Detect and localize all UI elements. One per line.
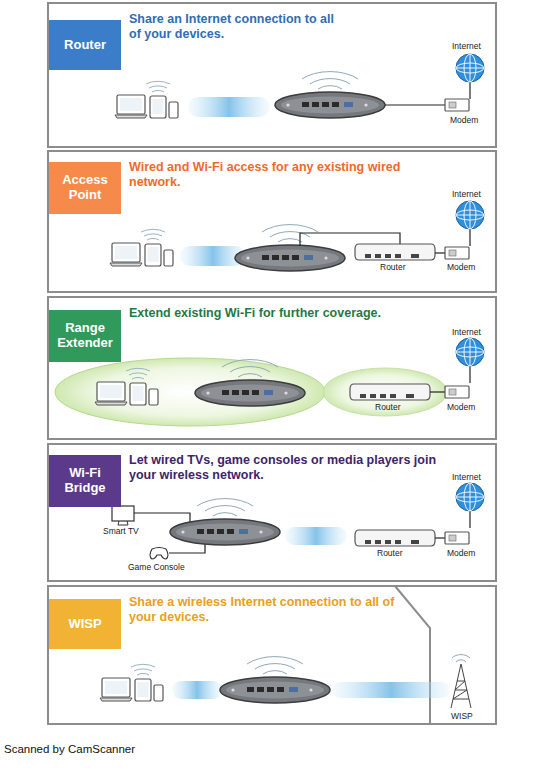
mode-tab: Wi-Fi Bridge bbox=[49, 455, 121, 507]
device-label: Smart TV bbox=[103, 527, 139, 536]
mode-description: Wired and Wi-Fi access for any existing … bbox=[129, 160, 419, 190]
mode-panel: Share an Internet connection to all of y… bbox=[47, 2, 497, 148]
mode-description: Let wired TVs, game consoles or media pl… bbox=[129, 453, 464, 483]
mode-panel: Let wired TVs, game consoles or media pl… bbox=[47, 443, 497, 582]
mode-description: Share an Internet connection to all of y… bbox=[129, 12, 344, 42]
device-label: Router bbox=[380, 263, 406, 272]
device-label: Internet bbox=[452, 42, 481, 51]
device-label: Internet bbox=[452, 473, 481, 482]
device-label: WISP bbox=[451, 712, 473, 721]
mode-panel: Wired and Wi-Fi access for any existing … bbox=[47, 150, 497, 293]
mode-name: WISP bbox=[68, 617, 101, 632]
device-label: Modem bbox=[450, 116, 478, 125]
mode-name: Access Point bbox=[49, 173, 121, 203]
mode-panel: Extend existing Wi-Fi for further covera… bbox=[47, 296, 497, 440]
mode-description: Extend existing Wi-Fi for further covera… bbox=[129, 306, 469, 321]
mode-name: Wi-Fi Bridge bbox=[49, 466, 121, 496]
device-label: Internet bbox=[452, 328, 481, 337]
mode-name: Router bbox=[64, 38, 106, 53]
mode-tab: Router bbox=[49, 20, 121, 70]
mode-tab: WISP bbox=[49, 599, 121, 649]
mode-description: Share a wireless Internet connection to … bbox=[129, 595, 397, 625]
mode-tab: Range Extender bbox=[49, 310, 121, 362]
scan-watermark: Scanned by CamScanner bbox=[4, 744, 135, 756]
device-label: Router bbox=[377, 549, 403, 558]
device-label: Modem bbox=[447, 263, 475, 272]
device-label: Modem bbox=[447, 403, 475, 412]
device-label: Modem bbox=[447, 549, 475, 558]
device-label: Game Console bbox=[128, 563, 185, 572]
mode-name: Range Extender bbox=[49, 321, 121, 351]
device-label: Internet bbox=[452, 190, 481, 199]
mode-panel: Share a wireless Internet connection to … bbox=[47, 585, 497, 725]
mode-tab: Access Point bbox=[49, 162, 121, 214]
device-label: Router bbox=[375, 403, 401, 412]
